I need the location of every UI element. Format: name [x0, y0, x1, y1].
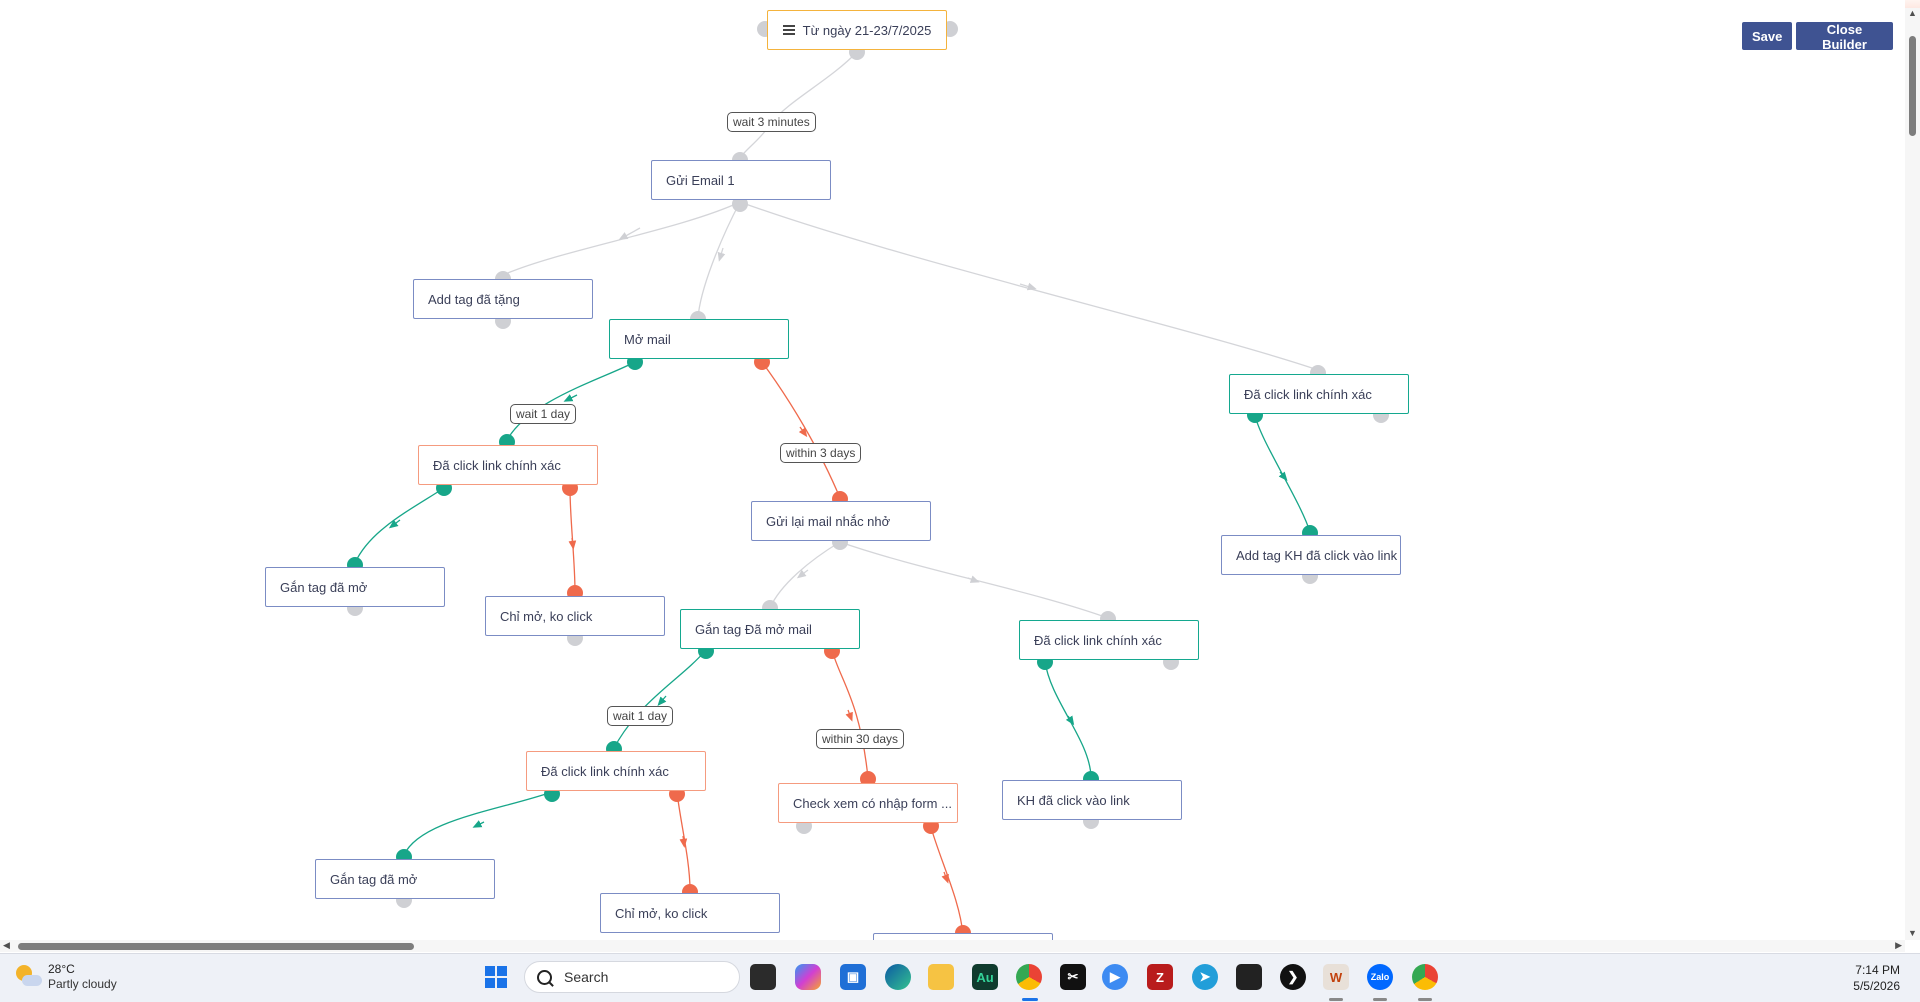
system-clock[interactable]: 7:14 PM 5/5/2026	[1853, 962, 1900, 994]
scroll-up-icon[interactable]: ▲	[1908, 8, 1917, 18]
edge-label-within[interactable]: within 30 days	[816, 729, 905, 749]
edge-clickedleft-tag	[354, 487, 445, 564]
node-clicked-link-left[interactable]: Đã click link chính xác	[418, 445, 598, 485]
telegram-icon[interactable]: ➤	[1192, 964, 1218, 990]
edge-tagmail-check	[831, 649, 869, 779]
edge-check-next	[929, 823, 964, 936]
remote-icon[interactable]: ▶	[1102, 964, 1128, 990]
anchor[interactable]	[732, 196, 748, 212]
capcut-icon[interactable]: ✂	[1060, 964, 1086, 990]
node-label: Đã click link chính xác	[541, 763, 669, 779]
store-icon[interactable]: ▣	[840, 964, 866, 990]
filezilla-icon[interactable]: Z	[1147, 964, 1173, 990]
node-label: Đã click link chính xác	[433, 457, 561, 473]
node-label: Chỉ mở, ko click	[615, 905, 708, 921]
node-label: KH đã click vào link	[1017, 792, 1130, 808]
node-label: Chỉ mở, ko click	[500, 608, 593, 624]
scroll-down-icon[interactable]: ▼	[1908, 928, 1917, 938]
task-view-icon[interactable]	[750, 964, 776, 990]
edge-email1-clickedright	[739, 201, 1319, 371]
campaign-builder-canvas[interactable]: Từ ngày 21-23/7/2025 Gửi Email 1 Add tag…	[0, 0, 1905, 940]
save-button[interactable]: Save	[1742, 22, 1792, 50]
close-builder-button[interactable]: Close Builder	[1796, 22, 1893, 52]
edge-email1-addtag	[502, 201, 741, 276]
clock-time: 7:14 PM	[1855, 963, 1900, 977]
edge-label-within[interactable]: within 3 days	[780, 443, 862, 463]
edge-label-wait[interactable]: wait 1 day	[510, 404, 577, 424]
node-remind-mail[interactable]: Gửi lại mail nhắc nhở	[751, 501, 931, 541]
chrome-2-icon[interactable]	[1412, 964, 1438, 990]
node-label: Từ ngày 21-23/7/2025	[802, 22, 932, 38]
node-label: Gửi Email 1	[666, 172, 735, 188]
vertical-scrollbar[interactable]: ▲ ▼	[1905, 8, 1920, 940]
edge-source-email1	[739, 51, 858, 159]
node-open-mail[interactable]: Mở mail	[609, 319, 789, 359]
node-kh-clicked[interactable]: KH đã click vào link	[1002, 780, 1182, 820]
node-check-form[interactable]: Check xem có nhập form ...	[778, 783, 958, 823]
chrome-icon[interactable]	[1016, 964, 1042, 990]
node-open-noclick-2[interactable]: Chỉ mở, ko click	[600, 893, 780, 933]
node-send-email-1[interactable]: Gửi Email 1	[651, 160, 831, 200]
windows-start-icon[interactable]	[483, 964, 509, 990]
weather-desc: Partly cloudy	[48, 977, 117, 991]
horizontal-scrollbar[interactable]: ◀ ▶	[0, 940, 1905, 952]
audition-icon[interactable]: Au	[972, 964, 998, 990]
node-partial[interactable]	[873, 933, 1053, 940]
edge-open-remind	[761, 361, 841, 499]
source-node[interactable]: Từ ngày 21-23/7/2025	[767, 10, 947, 50]
node-label: Check xem có nhập form ...	[793, 795, 952, 811]
node-label: Gửi lại mail nhắc nhở	[766, 513, 891, 529]
taskbar-search[interactable]: Search	[524, 961, 740, 993]
node-label: Đã click link chính xác	[1034, 632, 1162, 648]
edge-label-wait[interactable]: wait 1 day	[607, 706, 674, 726]
weather-widget[interactable]: 28°C Partly cloudy	[14, 962, 117, 992]
scroll-thumb[interactable]	[18, 943, 414, 950]
node-label: Add tag KH đã click vào link	[1236, 547, 1398, 563]
node-tag-opened-2[interactable]: Gắn tag đã mở	[315, 859, 495, 899]
notes-icon[interactable]	[1236, 964, 1262, 990]
search-icon	[537, 969, 552, 985]
node-open-noclick-1[interactable]: Chỉ mở, ko click	[485, 596, 665, 636]
copilot-icon[interactable]	[795, 964, 821, 990]
media-icon[interactable]: ❯	[1280, 964, 1306, 990]
node-label: Gắn tag đã mở	[330, 871, 418, 887]
taskbar: 28°C Partly cloudy Search ▣ Au ✂ ▶ Z ➤ ❯…	[0, 953, 1920, 1002]
node-clicked-link-low[interactable]: Đã click link chính xác	[526, 751, 706, 791]
edge-label-wait[interactable]: wait 3 minutes	[727, 112, 816, 132]
scroll-right-icon[interactable]: ▶	[1895, 940, 1902, 950]
node-label: Add tag đã tặng	[428, 291, 520, 307]
connection-lines	[354, 51, 1319, 936]
edge-tagmail-clickedlow	[613, 649, 707, 749]
node-add-tag-gift[interactable]: Add tag đã tặng	[413, 279, 593, 319]
node-label: Gắn tag đã mở	[280, 579, 368, 595]
edge-clickedlow-tag2	[403, 791, 553, 856]
node-label: Gắn tag Đã mở mail	[695, 621, 812, 637]
node-tag-opened-mail[interactable]: Gắn tag Đã mở mail	[680, 609, 860, 649]
edge-clickedmid-kh	[1044, 660, 1092, 778]
weather-temp: 28°C	[48, 962, 75, 976]
zalo-icon[interactable]: Zalo	[1367, 964, 1393, 990]
partly-cloudy-icon	[14, 963, 42, 991]
search-placeholder: Search	[564, 969, 609, 985]
edge-icon[interactable]	[885, 964, 911, 990]
clock-date: 5/5/2026	[1853, 979, 1900, 993]
list-icon	[782, 25, 795, 35]
edge-email1-openmail	[697, 201, 741, 319]
node-clicked-link-mid[interactable]: Đã click link chính xác	[1019, 620, 1199, 660]
node-label: Mở mail	[624, 331, 671, 347]
edge-clickedright-kh	[1254, 414, 1311, 533]
scroll-thumb[interactable]	[1909, 36, 1916, 136]
edge-open-clickedleft	[506, 361, 636, 441]
edge-remind-tagmail	[769, 541, 841, 609]
scroll-left-icon[interactable]: ◀	[3, 940, 10, 950]
node-clicked-link-right[interactable]: Đã click link chính xác	[1229, 374, 1409, 414]
node-label: Đã click link chính xác	[1244, 386, 1372, 402]
file-explorer-icon[interactable]	[928, 964, 954, 990]
node-tag-opened-1[interactable]: Gắn tag đã mở	[265, 567, 445, 607]
wps-icon[interactable]: W	[1323, 964, 1349, 990]
node-add-tag-kh[interactable]: Add tag KH đã click vào link	[1221, 535, 1401, 575]
